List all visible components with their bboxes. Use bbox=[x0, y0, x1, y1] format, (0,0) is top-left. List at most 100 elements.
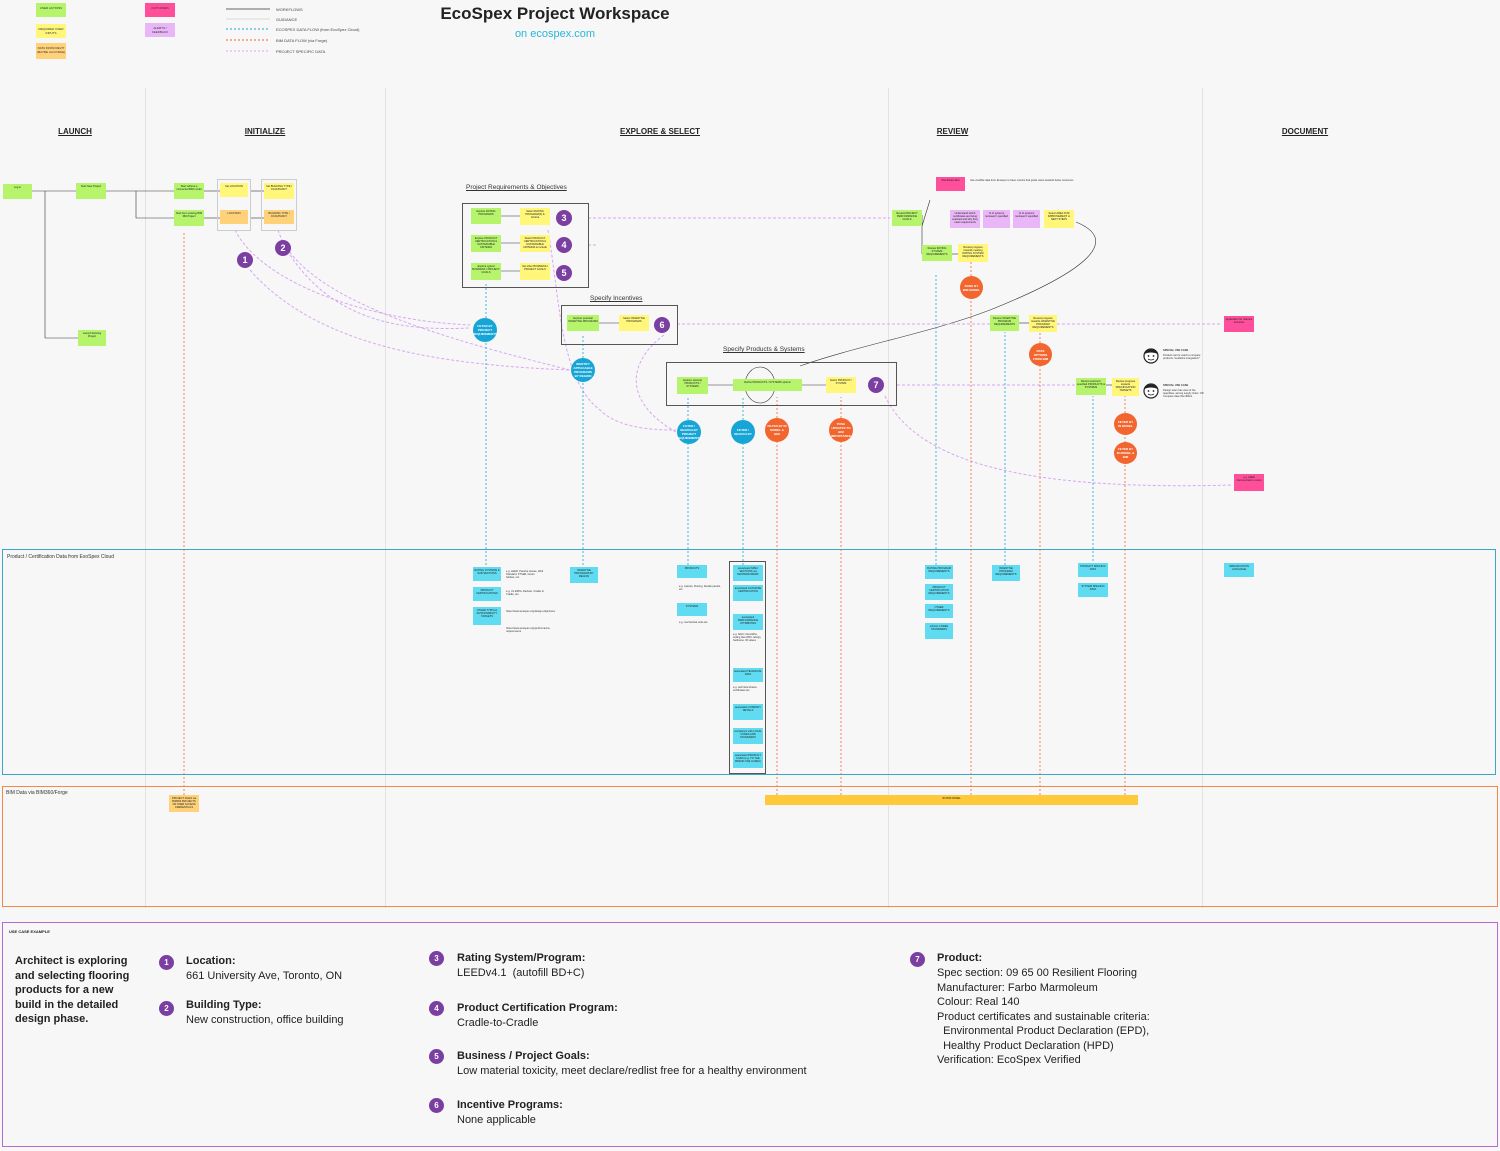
review-selected-note[interactable]: Review selected / specified PRODUCTS & S… bbox=[1076, 378, 1106, 395]
spec-language-data: SPECIFICATION LANGUAGE bbox=[1224, 563, 1254, 577]
column-divider bbox=[145, 88, 146, 908]
ecospex-data-band bbox=[2, 549, 1496, 775]
explore-rating-note[interactable]: Explore RATING PROGRAMS bbox=[471, 208, 501, 224]
flow-connectors bbox=[32, 190, 1233, 795]
use-case-num-2: 2 bbox=[159, 1001, 174, 1016]
rating-req-data: RATING PROGRAM REQUIREMENTS bbox=[925, 565, 953, 579]
start-new-project-note[interactable]: Start New Project bbox=[76, 183, 106, 199]
review-incentive-progress-note[interactable]: Review progress towards INCENTIVE PROGRA… bbox=[1029, 315, 1057, 332]
building-type-note: BUILDING TYPE / OCCUPANCY bbox=[264, 210, 294, 224]
location-note: LOCATION bbox=[220, 210, 248, 224]
use-case-text-4: Cradle-to-Cradle bbox=[457, 1017, 539, 1029]
use-case-text-1: 661 University Ave, Toronto, ON bbox=[186, 970, 343, 982]
requirements-group-title: Project Requirements & Objectives bbox=[466, 184, 567, 191]
filter-model-bim-circle: FILTER BY IN MODEL & BIM bbox=[1114, 442, 1137, 464]
bim-data-band bbox=[2, 786, 1498, 907]
use-case-heading-6: Incentive Programs: bbox=[457, 1099, 563, 1111]
review-spec-progress-note[interactable]: Review progress towards SPECIFICATION TA… bbox=[1112, 378, 1139, 396]
step-5-badge: 5 bbox=[556, 265, 572, 281]
select-cert-note[interactable]: Select PRODUCT CERTIFICATION & SUSTAINAB… bbox=[520, 235, 550, 252]
push-bim-circle: PUSH UPDATES TO BIM IMPORTANCE bbox=[829, 418, 853, 442]
explore-goals-note[interactable]: Explore typical BUSINESS / PROJECT GOALS bbox=[471, 263, 501, 280]
application-incentive-note: Application for relevant Incentive bbox=[1224, 316, 1254, 332]
docs-output-note: e.g. LEED documentation output bbox=[1234, 474, 1264, 491]
use-case-band bbox=[2, 922, 1498, 1147]
set-location-note[interactable]: Set LOCATION bbox=[220, 183, 248, 197]
column-divider bbox=[385, 88, 386, 908]
select-incentive-note[interactable]: Select INCENTIVE PROGRAMS bbox=[619, 315, 649, 331]
use-case-num-1: 1 bbox=[159, 955, 174, 970]
legend-outcomes: OUTCOMES bbox=[145, 3, 175, 17]
products-group-title: Specify Products & Systems bbox=[723, 346, 805, 353]
rate-options-circle: RATE OPTIONS FROM BIM bbox=[1029, 343, 1052, 366]
step-3-badge: 3 bbox=[556, 210, 572, 226]
pct-specified-note: % of systems reviewed / specified bbox=[1013, 210, 1040, 228]
local-codes-data: LOCAL CODES STANDARDS bbox=[925, 623, 953, 639]
company-details-data: associated COMPANY DETAILS bbox=[733, 704, 763, 720]
select-next-steps-note[interactable]: Select AREA FOR IMPROVEMENT or NEXT STEP… bbox=[1044, 210, 1074, 228]
page-subtitle[interactable]: on ecospex.com bbox=[514, 28, 596, 40]
product-attributes-group bbox=[729, 561, 766, 774]
use-case-heading-2: Building Type: bbox=[186, 999, 262, 1011]
use-case-num-7: 7 bbox=[910, 952, 925, 967]
pct-reviewed-note: % of systems reviewed / specified bbox=[983, 210, 1010, 228]
incentives-group-title: Specify Incentives bbox=[590, 295, 643, 302]
review-progress-note[interactable]: Review progress towards meeting RATING S… bbox=[958, 244, 988, 262]
special-case-1-desc: Product can be used to compare products.… bbox=[1163, 354, 1201, 360]
legend-required-inputs: REQUIRED USER INPUTS bbox=[36, 24, 66, 38]
spec-sections-data: associated SPEC SECTIONS via MASTERFORMA… bbox=[733, 565, 763, 581]
use-case-num-6: 6 bbox=[429, 1098, 444, 1113]
review-incentive-note[interactable]: Review INCENTIVE PROGRAM REQUIREMENTS bbox=[990, 315, 1019, 331]
review-goals-note[interactable]: Review PROJECT PERFORMANCE GOALS bbox=[892, 210, 922, 226]
column-divider bbox=[1202, 88, 1203, 908]
product-certs-data: PRODUCT CERTIFICATIONS bbox=[473, 587, 501, 601]
special-case-2-label: SPECIAL USE CASE bbox=[1163, 384, 1189, 387]
performance-desc: e.g. fabric roll-widths, ceiling tiles N… bbox=[733, 633, 762, 642]
use-case-text-5: Low material toxicity, meet declare/redl… bbox=[457, 1065, 807, 1077]
refine-products-note[interactable]: Refine PRODUCTS / SYSTEMS options bbox=[733, 379, 802, 391]
cert-req-data: PRODUCT CERTIFICATION REQUIREMENTS bbox=[925, 584, 953, 600]
login-note[interactable]: Log in bbox=[3, 184, 32, 199]
explore-incentive-note[interactable]: Explore potential INCENTIVE PROGRAMS bbox=[567, 315, 599, 331]
ecospex-band-label: Product / Certification Data from ExoSpe… bbox=[7, 554, 114, 560]
use-case-num-3: 3 bbox=[429, 951, 444, 966]
incentive-req-data: INCENTIVE PROGRAM REQUIREMENTS bbox=[992, 565, 1020, 581]
legend-workflows: WORKFLOWS bbox=[276, 7, 303, 12]
explore-systems-note[interactable]: Explore optional PRODUCTS / SYSTEMS bbox=[677, 377, 708, 394]
review-rating-note[interactable]: Review RATING SYSTEM REQUIREMENTS bbox=[922, 245, 952, 261]
start-from-bim-note[interactable]: Start from existing BIM 360 Project bbox=[174, 210, 204, 226]
legend-line-samples bbox=[226, 8, 270, 52]
step-4-badge: 4 bbox=[556, 237, 572, 253]
use-case-num-5: 5 bbox=[429, 1049, 444, 1064]
other-targets-data: OTHER TYPICAL SUSTAINABILITY TARGETS bbox=[473, 607, 501, 625]
building-type-group bbox=[261, 179, 297, 231]
use-case-text-2: New construction, office building bbox=[186, 1014, 344, 1026]
phase-review: REVIEW bbox=[936, 127, 969, 136]
launch-existing-project-note[interactable]: Launch Existing Project bbox=[78, 330, 106, 346]
use-case-text-6: None applicable bbox=[457, 1114, 536, 1126]
other-targets-link-2: https://www.ecospex.org/performance-requ… bbox=[506, 627, 551, 633]
phase-launch: LAUNCH bbox=[58, 127, 92, 136]
rating-systems-desc: e.g. LEED, Passive House, Well Standard,… bbox=[506, 570, 544, 579]
explore-cert-note[interactable]: Explore PRODUCT CERTIFICATION & SUSTAINA… bbox=[471, 235, 501, 252]
select-rating-note[interactable]: Select RATING PROGRAM(S) & Criteria bbox=[520, 208, 550, 225]
filter-systems-circle: FILTER / SEARCH BY PROJECT REQUIREMENTS bbox=[677, 420, 701, 444]
product-specific-data: PRODUCT SPECIFIC DATA bbox=[1078, 563, 1108, 577]
products-desc: e.g. carpets, flooring, facade panels, e… bbox=[679, 585, 721, 591]
product-certs-desc: e.g. UL EPDs, Declare, Cradle to Cradle,… bbox=[506, 590, 544, 596]
phase-initialize: INITIALIZE bbox=[244, 127, 286, 136]
identify-programs-circle: IDENTIFY APPLICABLE PROGRAMS BY REGION bbox=[571, 358, 595, 382]
filter-bim-circle: FILTER BY IN MODEL & BIM bbox=[765, 418, 789, 442]
set-goals-note[interactable]: Set other BUSINESS / PROJECT GOALS bbox=[520, 263, 550, 280]
start-without-bim-note[interactable]: Start without a connected BIM model bbox=[174, 183, 204, 199]
use-case-label: USE CASE EXAMPLE bbox=[9, 929, 50, 934]
user-face-icon bbox=[1143, 383, 1159, 399]
legend-project-data: PROJECT SPECIFIC DATA bbox=[276, 49, 326, 54]
step-2-badge: 2 bbox=[275, 240, 291, 256]
rating-systems-data: RATING SYSTEMS & SUB SECTIONS bbox=[473, 567, 501, 581]
use-case-heading-4: Product Certification Program: bbox=[457, 1002, 618, 1014]
step-6-badge: 6 bbox=[654, 317, 670, 333]
set-building-type-note[interactable]: Set BUILDING TYPE / OCCUPANCY bbox=[264, 183, 294, 199]
step-1-badge: 1 bbox=[237, 252, 253, 268]
select-product-note[interactable]: Select PRODUCT / SYSTEM bbox=[826, 377, 856, 393]
